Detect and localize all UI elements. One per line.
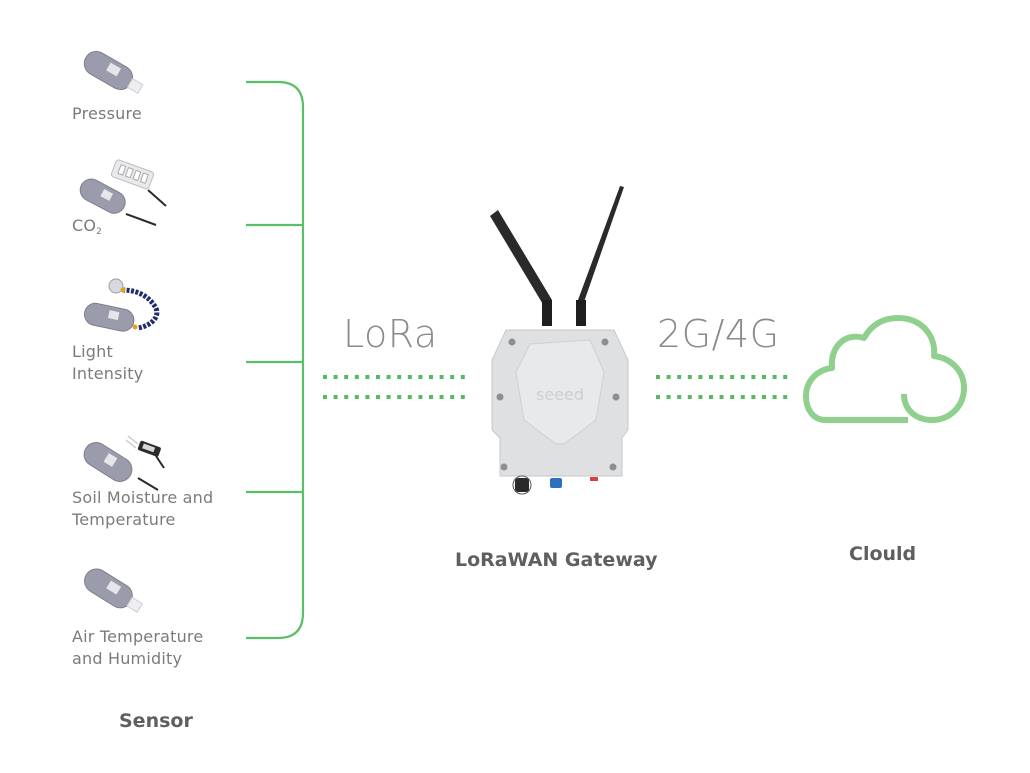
link-dot xyxy=(386,375,391,379)
sensor-label-line: Temperature xyxy=(72,510,176,529)
lora-link-label: LoRa xyxy=(343,312,438,356)
cellular-link-label: 2G/4G xyxy=(657,312,780,356)
link-dot xyxy=(677,395,682,399)
link-dot xyxy=(323,375,327,379)
link-dot xyxy=(709,375,713,379)
cloud-title: Clould xyxy=(849,543,917,565)
link-dot xyxy=(751,395,756,399)
sensor-section-title: Sensor xyxy=(119,710,193,732)
link-dot xyxy=(418,395,423,399)
link-dot xyxy=(772,375,777,379)
link-dot xyxy=(397,395,402,399)
link-dot xyxy=(323,395,327,399)
sensor-label-line: Light xyxy=(72,342,113,361)
link-dot xyxy=(656,395,660,399)
link-dot xyxy=(333,395,338,399)
link-dot xyxy=(407,395,412,399)
link-dot xyxy=(344,375,349,379)
link-dot xyxy=(783,395,788,399)
sensor-label-co2: CO2 xyxy=(72,215,102,243)
link-dot xyxy=(687,395,692,399)
link-dot xyxy=(762,375,766,379)
link-dot xyxy=(751,375,756,379)
pressure-sensor-icon xyxy=(83,51,144,95)
link-dot xyxy=(418,375,423,379)
co2-sensor-icon xyxy=(79,159,167,226)
sensor-label-line: Soil Moisture and xyxy=(72,488,214,507)
sensor-label-line: CO xyxy=(72,216,97,235)
link-dot xyxy=(386,395,391,399)
sensor-label-soil-moisture: Soil Moisture and Temperature xyxy=(72,487,213,531)
gateway-brand-text: seeed xyxy=(536,385,584,404)
air-temp-humidity-sensor-icon xyxy=(84,568,144,613)
link-dot xyxy=(365,395,370,399)
link-dot xyxy=(460,375,465,379)
cloud-icon xyxy=(803,315,967,423)
subscript: 2 xyxy=(96,227,103,237)
link-dot xyxy=(429,395,433,399)
link-dot xyxy=(698,395,703,399)
link-dot xyxy=(656,375,660,379)
sensor-label-line: and Humidity xyxy=(72,649,183,668)
link-dot xyxy=(783,375,788,379)
link-dot xyxy=(450,395,455,399)
link-dot xyxy=(666,395,671,399)
link-dot xyxy=(709,395,713,399)
link-dot xyxy=(762,395,766,399)
sensor-label-air-temp-humidity: Air Temperature and Humidity xyxy=(72,626,203,670)
cellular-dotted-link xyxy=(656,375,788,399)
sensor-label-line: Pressure xyxy=(72,104,142,123)
link-dot xyxy=(365,375,370,379)
link-dot xyxy=(407,375,412,379)
lorawan-gateway-device-icon: seeed xyxy=(490,186,629,495)
link-dot xyxy=(344,395,349,399)
link-dot xyxy=(429,375,433,379)
link-dot xyxy=(772,395,777,399)
link-dot xyxy=(354,395,359,399)
link-dot xyxy=(397,375,402,379)
sensor-label-pressure: Pressure xyxy=(72,103,142,125)
link-dot xyxy=(677,375,682,379)
link-dot xyxy=(460,395,465,399)
link-dot xyxy=(719,375,724,379)
link-dot xyxy=(439,375,444,379)
link-dot xyxy=(719,395,724,399)
link-dot xyxy=(740,395,745,399)
link-dot xyxy=(450,375,455,379)
lora-dotted-link xyxy=(323,375,465,399)
soil-moisture-sensor-icon xyxy=(83,435,165,491)
link-dot xyxy=(439,395,444,399)
sensor-label-light-intensity: Light Intensity xyxy=(72,341,143,385)
link-dot xyxy=(354,375,359,379)
link-dot xyxy=(376,395,380,399)
sensor-bracket xyxy=(246,80,305,640)
gateway-title: LoRaWAN Gateway xyxy=(455,549,658,571)
sensor-label-line: Air Temperature xyxy=(72,627,204,646)
sensor-label-line: Intensity xyxy=(72,364,144,383)
link-dot xyxy=(740,375,745,379)
link-dot xyxy=(730,395,735,399)
link-dot xyxy=(333,375,338,379)
link-dot xyxy=(376,375,380,379)
link-dot xyxy=(698,375,703,379)
link-dot xyxy=(687,375,692,379)
light-intensity-sensor-icon xyxy=(83,278,160,332)
link-dot xyxy=(666,375,671,379)
link-dot xyxy=(730,375,735,379)
